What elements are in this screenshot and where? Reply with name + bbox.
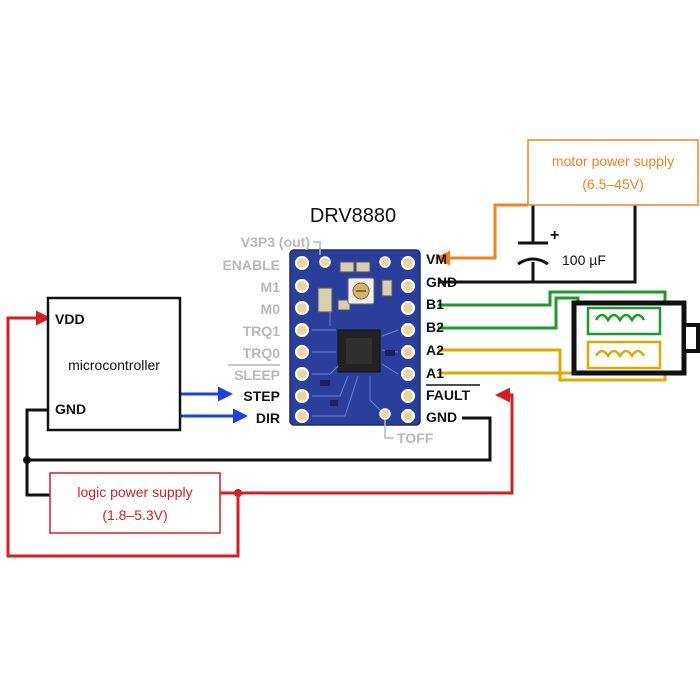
- pin-gnd-bottom-label: GND: [426, 409, 457, 425]
- left-pin-labels: V3P3 (out) ENABLE M1 M0 TRQ1 TRQ0 SLEEP …: [222, 234, 321, 426]
- microcontroller-gnd-label: GND: [55, 401, 86, 417]
- microcontroller-label: microcontroller: [68, 357, 160, 373]
- board-title: DRV8880: [310, 205, 396, 227]
- v3p3-leader: [313, 241, 321, 255]
- stepper-motor: [571, 300, 700, 376]
- microcontroller-vdd-label: VDD: [55, 311, 85, 327]
- pin-vm-label: VM: [426, 251, 447, 267]
- capacitor-plus: +: [550, 227, 559, 244]
- pin-a2-label: A2: [426, 342, 444, 358]
- pin-m0-label: M0: [261, 301, 281, 317]
- capacitor-symbol: [517, 241, 549, 266]
- pin-v3p3-label: V3P3 (out): [241, 234, 310, 250]
- motor-supply-voltage: (6.5–45V): [582, 176, 643, 192]
- right-pin-labels: VM GND B1 B2 A2 A1 FAULT GND: [426, 251, 480, 425]
- motor-coil-a: [586, 340, 662, 370]
- logic-supply-box: [49, 472, 221, 534]
- motor-supply-wire: [435, 203, 528, 266]
- fault-wire: [220, 387, 514, 495]
- pin-enable-label: ENABLE: [222, 257, 280, 273]
- pin-dir-label: DIR: [256, 410, 280, 426]
- capacitor-value: 100 µF: [562, 252, 606, 268]
- potentiometer: [347, 277, 375, 305]
- pin-b1-label: B1: [426, 296, 444, 312]
- motor-gnd-wire: [438, 205, 637, 284]
- logic-gnd-wire: [23, 408, 492, 497]
- motor-coil-b: [586, 306, 662, 336]
- motor-supply-name: motor power supply: [552, 153, 674, 169]
- left-header-pins: [295, 256, 309, 423]
- right-header-pins: [401, 256, 415, 423]
- pin-a1-label: A1: [426, 365, 444, 381]
- logic-supply-voltage: (1.8–5.3V): [102, 507, 167, 523]
- drv8880-board: [289, 249, 421, 426]
- microcontroller-box: [46, 296, 182, 432]
- pin-sleep-label: SLEEP: [234, 367, 280, 383]
- pin-b2-label: B2: [426, 319, 444, 335]
- pin-toff-label: TOFF: [397, 430, 434, 446]
- pin-step-label: STEP: [243, 388, 280, 404]
- pin-trq0-label: TRQ0: [243, 345, 281, 361]
- pin-fault-label: FAULT: [426, 387, 471, 403]
- toff-leader: [384, 420, 394, 439]
- pin-gnd-top-label: GND: [426, 274, 457, 290]
- motor-supply-box: [527, 139, 699, 206]
- pin-m1-label: M1: [261, 279, 281, 295]
- driver-chip: [337, 329, 381, 373]
- logic-supply-name: logic power supply: [77, 484, 192, 500]
- pin-trq1-label: TRQ1: [243, 323, 281, 339]
